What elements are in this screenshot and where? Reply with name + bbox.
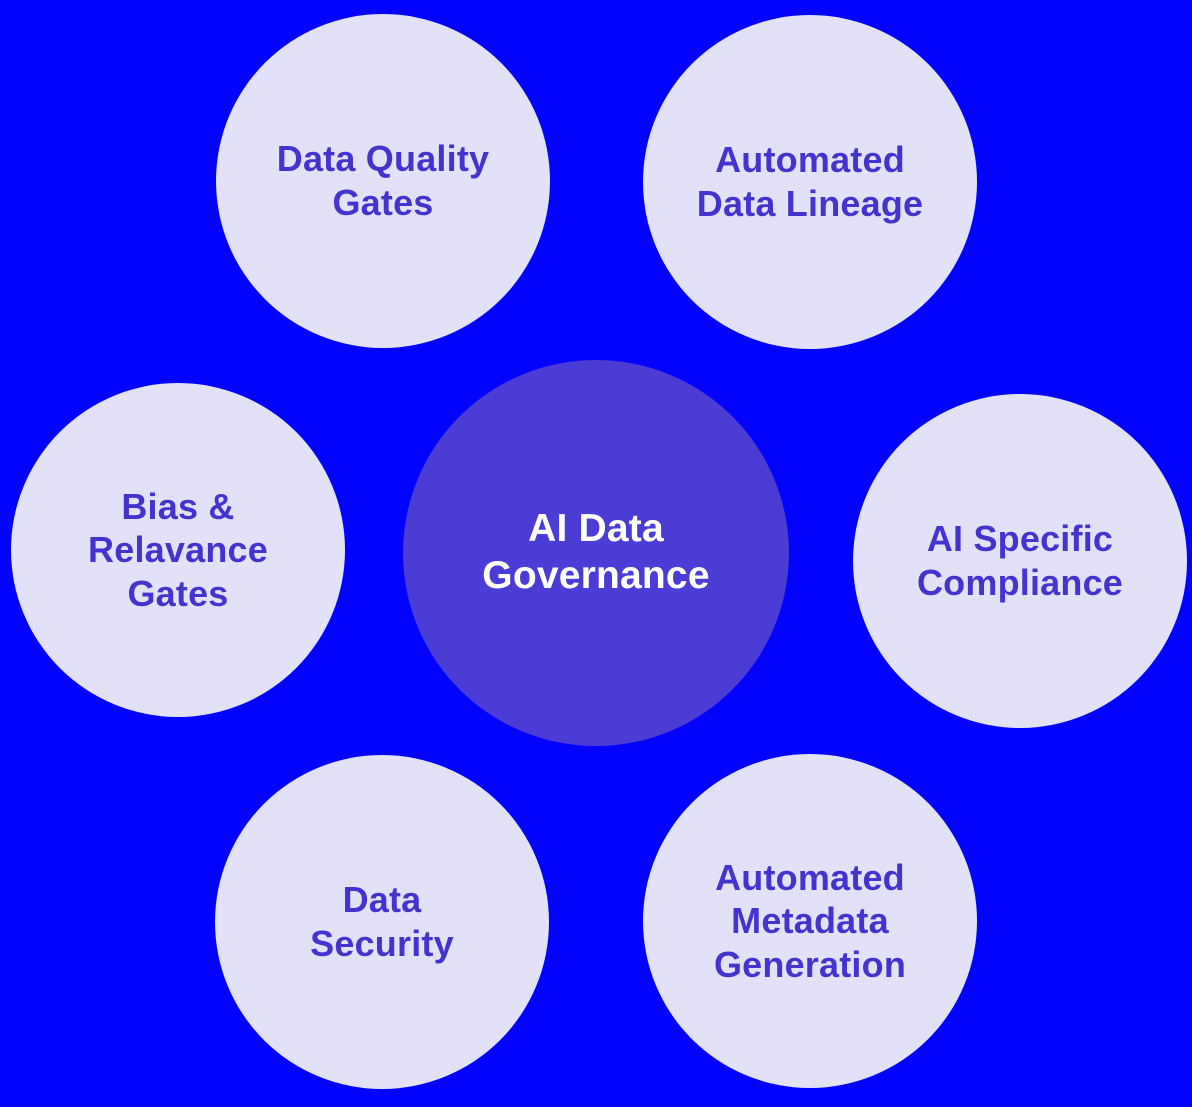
node-data-quality-gates: Data Quality Gates [216, 14, 550, 348]
node-ai-specific-compliance: AI Specific Compliance [853, 394, 1187, 728]
node-label: Automated Data Lineage [696, 139, 924, 224]
node-label: AI Specific Compliance [916, 518, 1124, 603]
node-label: Bias & Relavance Gates [88, 485, 268, 614]
node-bias-relavance-gates: Bias & Relavance Gates [11, 383, 345, 717]
node-automated-metadata-generation: Automated Metadata Generation [643, 754, 977, 1088]
node-automated-data-lineage: Automated Data Lineage [643, 15, 977, 349]
center-node-label: AI Data Governance [482, 507, 710, 597]
node-label: Data Security [310, 879, 454, 964]
node-label: Automated Metadata Generation [713, 856, 907, 985]
node-ai-data-governance-center: AI Data Governance [403, 360, 789, 746]
node-data-security: Data Security [215, 755, 549, 1089]
node-label: Data Quality Gates [276, 138, 490, 223]
